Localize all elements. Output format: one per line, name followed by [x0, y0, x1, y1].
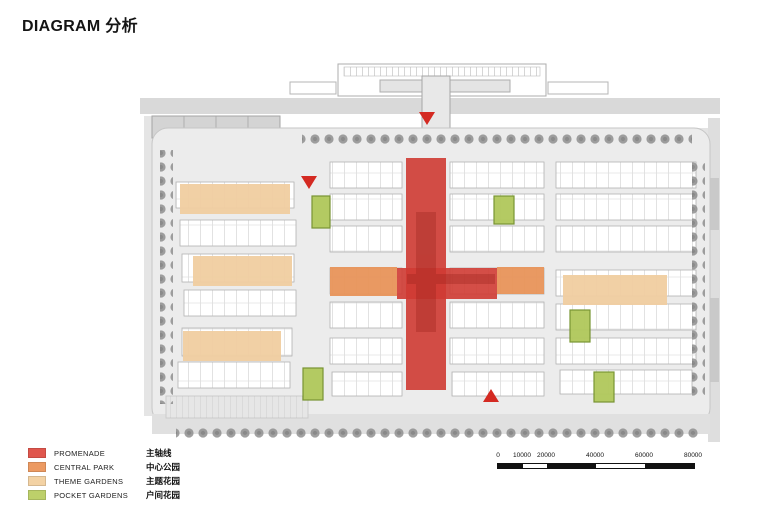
promenade-zone [397, 268, 497, 299]
theme-gardens-swatch [28, 476, 46, 486]
legend-label-en: CENTRAL PARK [54, 462, 115, 472]
scale-label: 40000 [585, 452, 605, 459]
legend-label-zh: 户间花园 [146, 490, 181, 500]
street-trees [160, 132, 705, 440]
scale-segment [498, 464, 523, 468]
promenade-swatch [28, 448, 46, 458]
legend-item-theme-gardens: THEME GARDENS 主题花园 [28, 474, 180, 488]
legend-label-en: PROMENADE [54, 448, 106, 458]
pocket-gardens-zone [311, 195, 331, 229]
legend-item-central-park: CENTRAL PARK 中心公园 [28, 460, 180, 474]
pocket-gardens-zone [593, 371, 615, 403]
legend-label-zh: 主轴线 [146, 448, 172, 458]
central-park-swatch [28, 462, 46, 472]
scale-segment [547, 464, 596, 468]
theme-gardens-zone [180, 184, 290, 214]
central-park-zone [497, 267, 544, 294]
top-structures [289, 63, 609, 133]
scale-bar-labels: 0 10000 20000 40000 60000 80000 [496, 452, 702, 461]
scale-segment [645, 464, 694, 468]
pocket-gardens-zone [302, 367, 324, 401]
pocket-gardens-zone [569, 309, 591, 343]
scale-bar: 0 10000 20000 40000 60000 80000 [496, 452, 702, 469]
axis-detail [407, 212, 495, 332]
pocket-gardens-swatch [28, 490, 46, 500]
legend-item-pocket-gardens: POCKET GARDENS 户间花园 [28, 488, 180, 502]
entry-arrow [419, 112, 435, 125]
scale-label: 10000 [512, 452, 532, 459]
scale-label: 60000 [634, 452, 654, 459]
scale-label: 80000 [683, 452, 703, 459]
entry-arrow [483, 389, 499, 402]
scale-bar-graphic [497, 463, 695, 469]
scale-segment [522, 464, 547, 468]
theme-gardens-zone [193, 256, 292, 286]
legend-label-en: POCKET GARDENS [54, 490, 129, 500]
scale-label: 0 [496, 452, 500, 459]
theme-gardens-zone [183, 331, 281, 361]
central-park-zone [330, 267, 397, 296]
legend-label-zh: 中心公园 [146, 462, 181, 472]
scale-segment [596, 464, 645, 468]
theme-gardens-zone [563, 275, 667, 305]
site-plan-drawing [140, 63, 720, 442]
page-title: DIAGRAM 分析 [22, 18, 138, 35]
legend: PROMENADE 主轴线 CENTRAL PARK 中心公园 THEME GA… [28, 446, 180, 502]
legend-label-zh: 主题花园 [146, 476, 181, 486]
scale-label: 20000 [536, 452, 556, 459]
analysis-overlays [180, 112, 667, 403]
pocket-gardens-zone [493, 195, 515, 225]
legend-label-en: THEME GARDENS [54, 476, 124, 486]
entry-arrow [301, 176, 317, 189]
legend-item-promenade: PROMENADE 主轴线 [28, 446, 180, 460]
site-plan [140, 62, 720, 445]
